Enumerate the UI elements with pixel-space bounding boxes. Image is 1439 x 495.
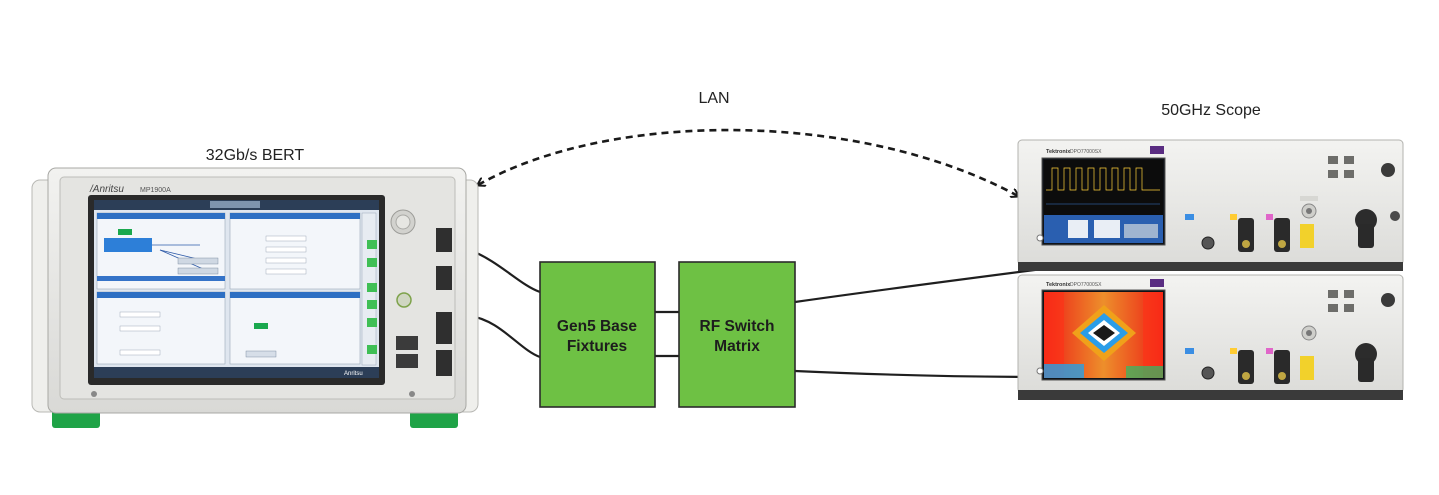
bert-screen-brand-text: Anritsu <box>344 371 363 377</box>
bert-instrument-image: /Anritsu MP1900A <box>31 167 479 428</box>
lan-label: LAN <box>698 90 729 107</box>
scope-model-text-upper: DPO77000SX <box>1070 149 1102 155</box>
scope-instrument-image: Tektronix DPO77000SX <box>1017 139 1404 400</box>
scope-model-text-lower: DPO77000SX <box>1070 282 1102 288</box>
bert-model-text: MP1900A <box>140 187 171 194</box>
rf-switch-box-label-line1: RF Switch <box>700 318 775 335</box>
scope-brand-text-upper: Tektronix <box>1046 149 1071 155</box>
rf-switch-box-label-line2: Matrix <box>714 338 760 355</box>
fixtures-box-label-line1: Gen5 Base <box>557 318 638 335</box>
rf-switch-box: RF Switch Matrix <box>678 261 796 408</box>
fixtures-box-label-line2: Fixtures <box>567 338 627 355</box>
fixtures-box: Gen5 Base Fixtures <box>539 261 656 408</box>
cable-bert-to-fixtures-2 <box>469 314 541 359</box>
scope-brand-text-lower: Tektronix <box>1046 282 1071 288</box>
cable-bert-to-fixtures-1 <box>469 248 541 294</box>
bert-label: 32Gb/s BERT <box>206 147 305 164</box>
bert-brand-text: /Anritsu <box>89 184 124 195</box>
lan-connection-arrow <box>478 128 1018 196</box>
scope-label: 50GHz Scope <box>1161 102 1261 119</box>
